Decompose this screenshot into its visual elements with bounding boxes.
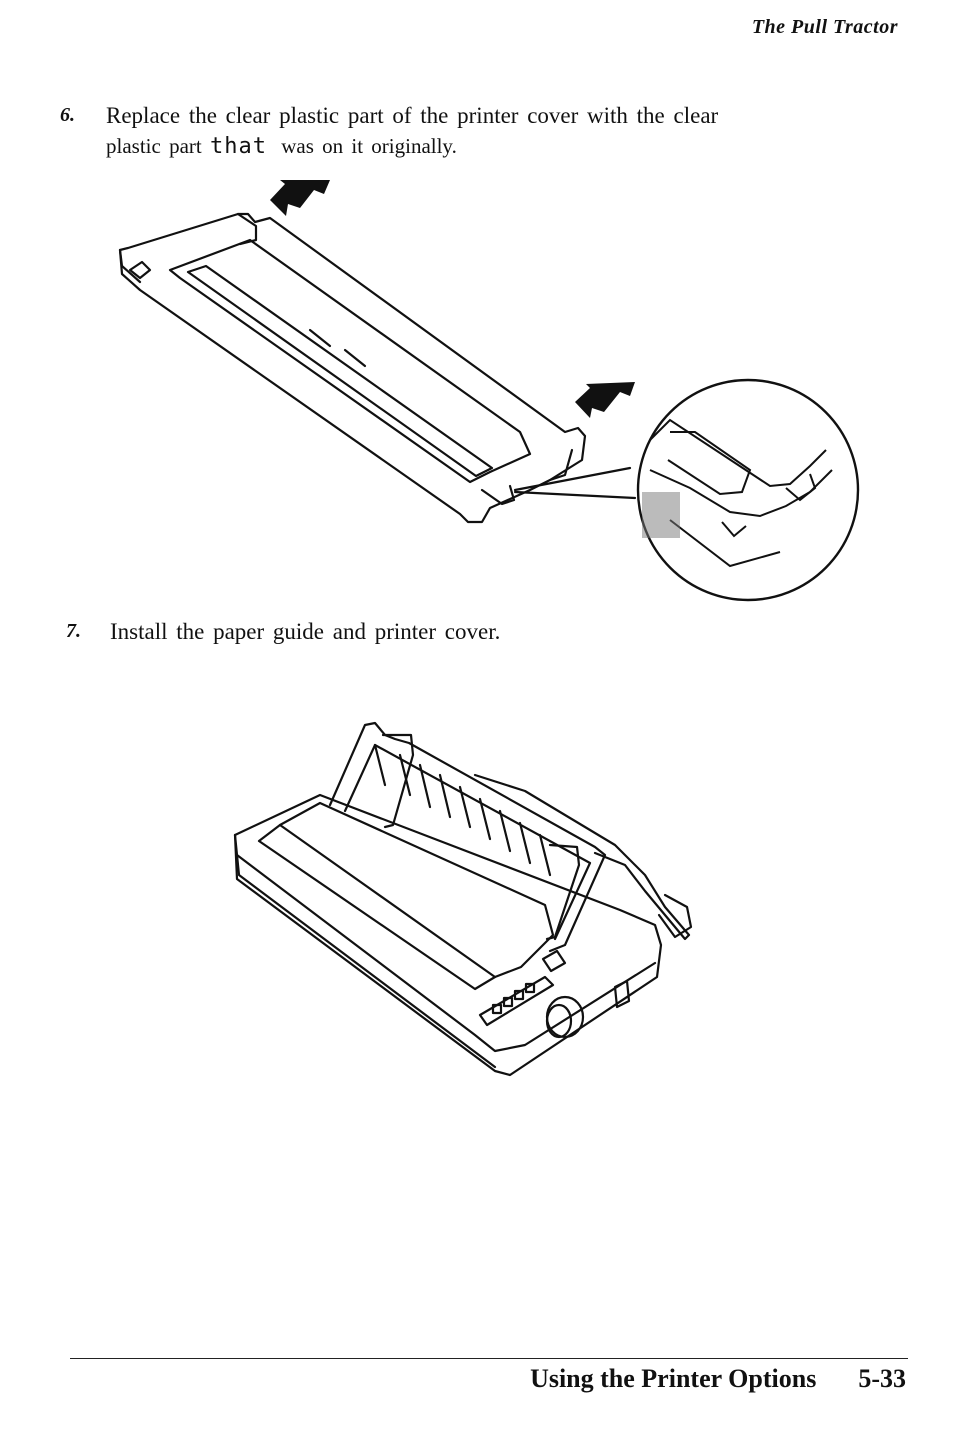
page-number: 5-33	[858, 1364, 906, 1393]
step-number: 6.	[60, 104, 75, 126]
footer-section-title: Using the Printer Options	[530, 1364, 817, 1393]
tractor-paper	[473, 773, 691, 941]
step-text-post: was on it originally.	[281, 134, 457, 158]
step-text: Replace the clear plastic part of the pr…	[106, 100, 718, 162]
step-text-mono: that	[209, 134, 267, 159]
printer-base	[233, 793, 663, 1077]
step-7: 7. Install the paper guide and printer c…	[66, 616, 866, 650]
cover-illustration	[118, 180, 860, 602]
step-text-line1: Replace the clear plastic part of the pr…	[106, 103, 719, 128]
step-text: Install the paper guide and printer cove…	[110, 619, 501, 644]
leader-line	[513, 466, 637, 500]
left-arrow-icon	[270, 180, 330, 216]
footer-rule	[70, 1358, 908, 1359]
step-text-line2: plastic part that was on it originally.	[106, 131, 718, 162]
page-footer: Using the Printer Options 5-33	[530, 1364, 906, 1394]
step-number: 7.	[66, 620, 81, 642]
right-arrow-icon	[575, 382, 635, 418]
step-text-pre: plastic part	[106, 134, 202, 158]
cover-inner-edge	[168, 238, 532, 484]
paper-guide	[328, 721, 607, 953]
platen-knob	[545, 995, 585, 1039]
printer-illustration	[233, 721, 693, 1077]
running-head: The Pull Tractor	[751, 16, 898, 38]
printer-cover	[278, 801, 555, 979]
cover-outer-edge	[118, 212, 587, 524]
step-6: 6. Replace the clear plastic part of the…	[60, 100, 860, 170]
magnifier-detail	[636, 378, 860, 602]
